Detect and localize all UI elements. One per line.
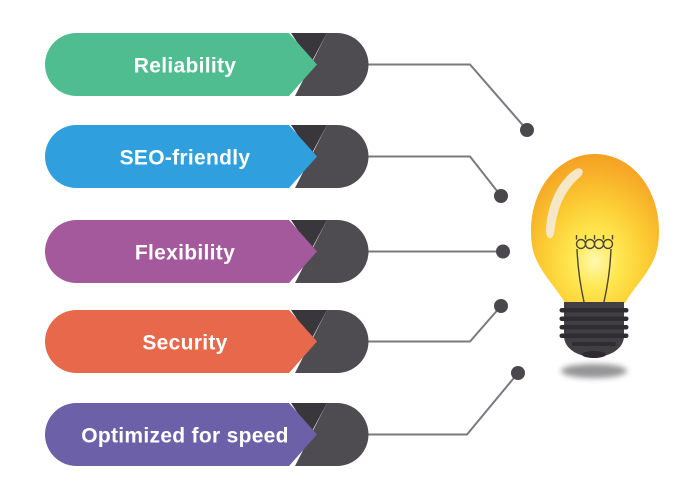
lightbulb-illustration <box>531 154 659 378</box>
connector-lines <box>366 63 528 436</box>
bulb-filament <box>575 235 614 303</box>
connector-line-1 <box>366 63 528 131</box>
filament-wire-right <box>603 248 612 303</box>
connector-dot-4 <box>494 299 508 313</box>
ribbon-cap <box>295 310 369 373</box>
feature-banner-reliability: Reliability <box>45 33 369 96</box>
ribbon-cap <box>295 403 369 466</box>
connector-dot-1 <box>520 123 534 137</box>
ribbon-arrow <box>45 125 317 188</box>
ribbon-arrow <box>45 403 317 466</box>
feature-label: Optimized for speed <box>81 425 289 448</box>
connector-line-5 <box>366 372 519 436</box>
ribbon-cap <box>295 125 369 188</box>
thread-ridge <box>559 308 629 313</box>
thread-ridge <box>559 325 629 330</box>
ribbon-arrow <box>45 33 317 96</box>
base-contact-tip <box>582 351 606 358</box>
connector-line-4 <box>366 305 502 343</box>
feature-banner-optimized-for-speed: Optimized for speed <box>45 403 369 466</box>
ribbon-fold <box>291 403 327 433</box>
ribbon-fold <box>291 125 327 155</box>
feature-banner-flexibility: Flexibility <box>45 220 369 283</box>
thread-ridge <box>559 316 629 321</box>
ribbon-fold <box>291 220 327 250</box>
filament-wire-left <box>576 248 585 303</box>
feature-label: SEO-friendly <box>120 147 251 170</box>
ribbon-arrow <box>45 220 317 283</box>
filament-ticks <box>575 235 614 240</box>
connector-dot-3 <box>496 244 510 259</box>
connector-dot-2 <box>494 189 508 203</box>
ribbon-fold <box>291 33 327 63</box>
filament-coil <box>602 238 614 250</box>
ribbon-cap <box>295 220 369 283</box>
connector-dot-5 <box>511 366 525 380</box>
thread-ridge <box>559 333 629 338</box>
base-threads <box>559 308 629 346</box>
thread-ridge <box>572 342 616 346</box>
feature-label: Reliability <box>134 55 237 78</box>
bulb-base <box>559 302 629 358</box>
connector-line-2 <box>366 155 502 197</box>
bulb-highlight <box>545 168 583 239</box>
feature-banner-security: Security <box>45 310 369 373</box>
feature-label: Security <box>142 332 227 355</box>
ribbon-cap <box>295 33 369 96</box>
feature-label: Flexibility <box>135 242 235 265</box>
ribbon-fold <box>291 310 327 340</box>
ribbon-arrow <box>45 310 317 373</box>
connector-dots <box>494 123 534 380</box>
bulb-shadow <box>561 364 627 378</box>
feature-banner-seo-friendly: SEO-friendly <box>45 125 369 188</box>
